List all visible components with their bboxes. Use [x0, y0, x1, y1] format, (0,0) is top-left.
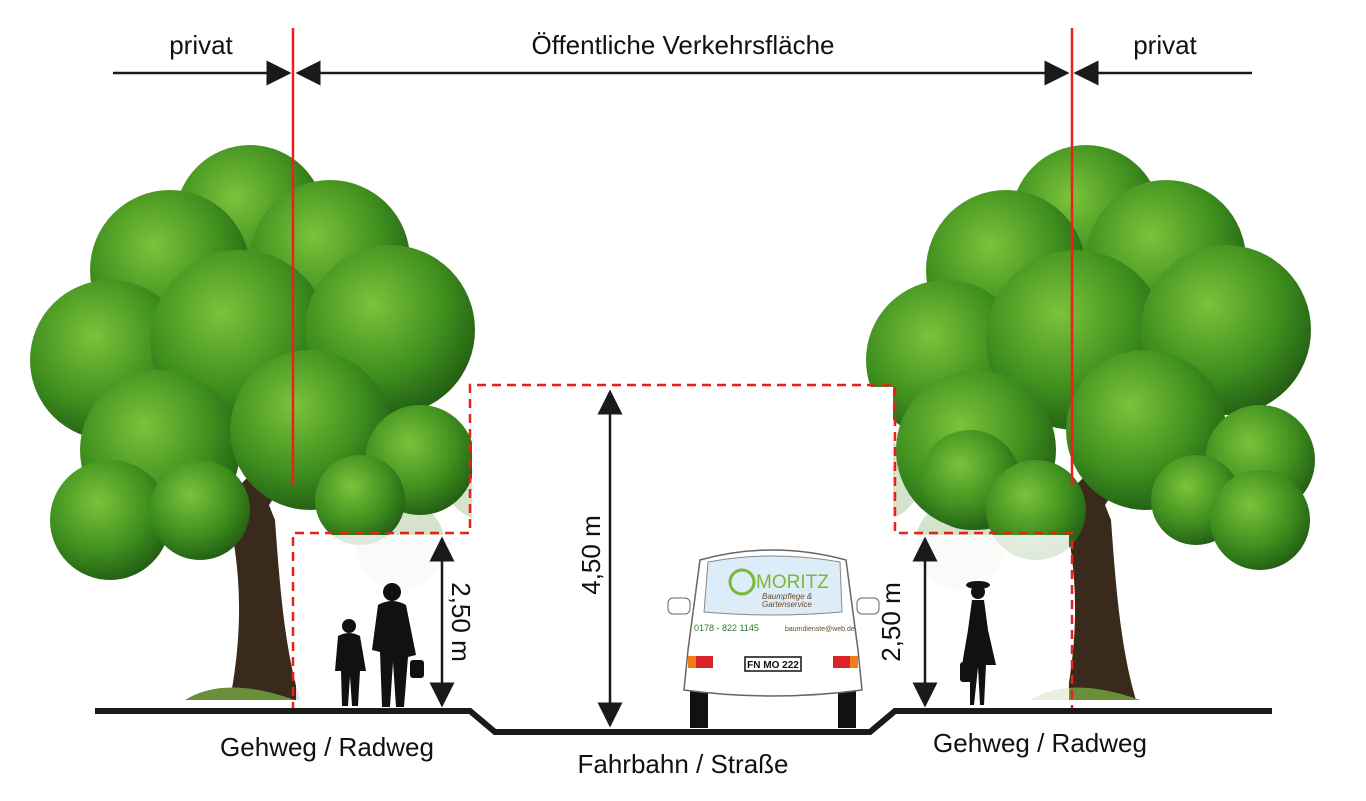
- clearance-profile: [291, 383, 1074, 711]
- van-tagline-2: Gartenservice: [762, 600, 812, 609]
- grass-icon: [185, 687, 295, 700]
- van-brand: MORITZ: [756, 572, 829, 593]
- label-height-road: 4,50 m: [576, 515, 606, 595]
- label-height-left: 2,50 m: [446, 582, 476, 662]
- ground-profile: [95, 708, 1272, 735]
- label-road: Fahrbahn / Straße: [578, 749, 789, 779]
- pedestrians-adult-child-icon: [335, 583, 424, 707]
- license-plate: FN MO 222: [747, 660, 799, 671]
- van-phone: 0178 - 822 1145: [694, 623, 759, 633]
- label-height-right: 2,50 m: [876, 582, 906, 662]
- pedestrian-woman-icon: [960, 581, 996, 705]
- label-private-right: privat: [1133, 30, 1197, 60]
- tree-left: [30, 145, 475, 700]
- van-tagline-1: Baumpflege &: [762, 592, 812, 601]
- label-sidewalk-left: Gehweg / Radweg: [220, 732, 434, 762]
- label-sidewalk-right: Gehweg / Radweg: [933, 728, 1147, 758]
- van-email: baumdienste@web.de: [785, 626, 855, 633]
- label-public-area: Öffentliche Verkehrsfläche: [531, 30, 834, 60]
- service-van: MORITZ Baumpflege & Gartenservice 0178 -…: [667, 549, 880, 728]
- label-private-left: privat: [169, 30, 233, 60]
- tree-right: [866, 145, 1315, 700]
